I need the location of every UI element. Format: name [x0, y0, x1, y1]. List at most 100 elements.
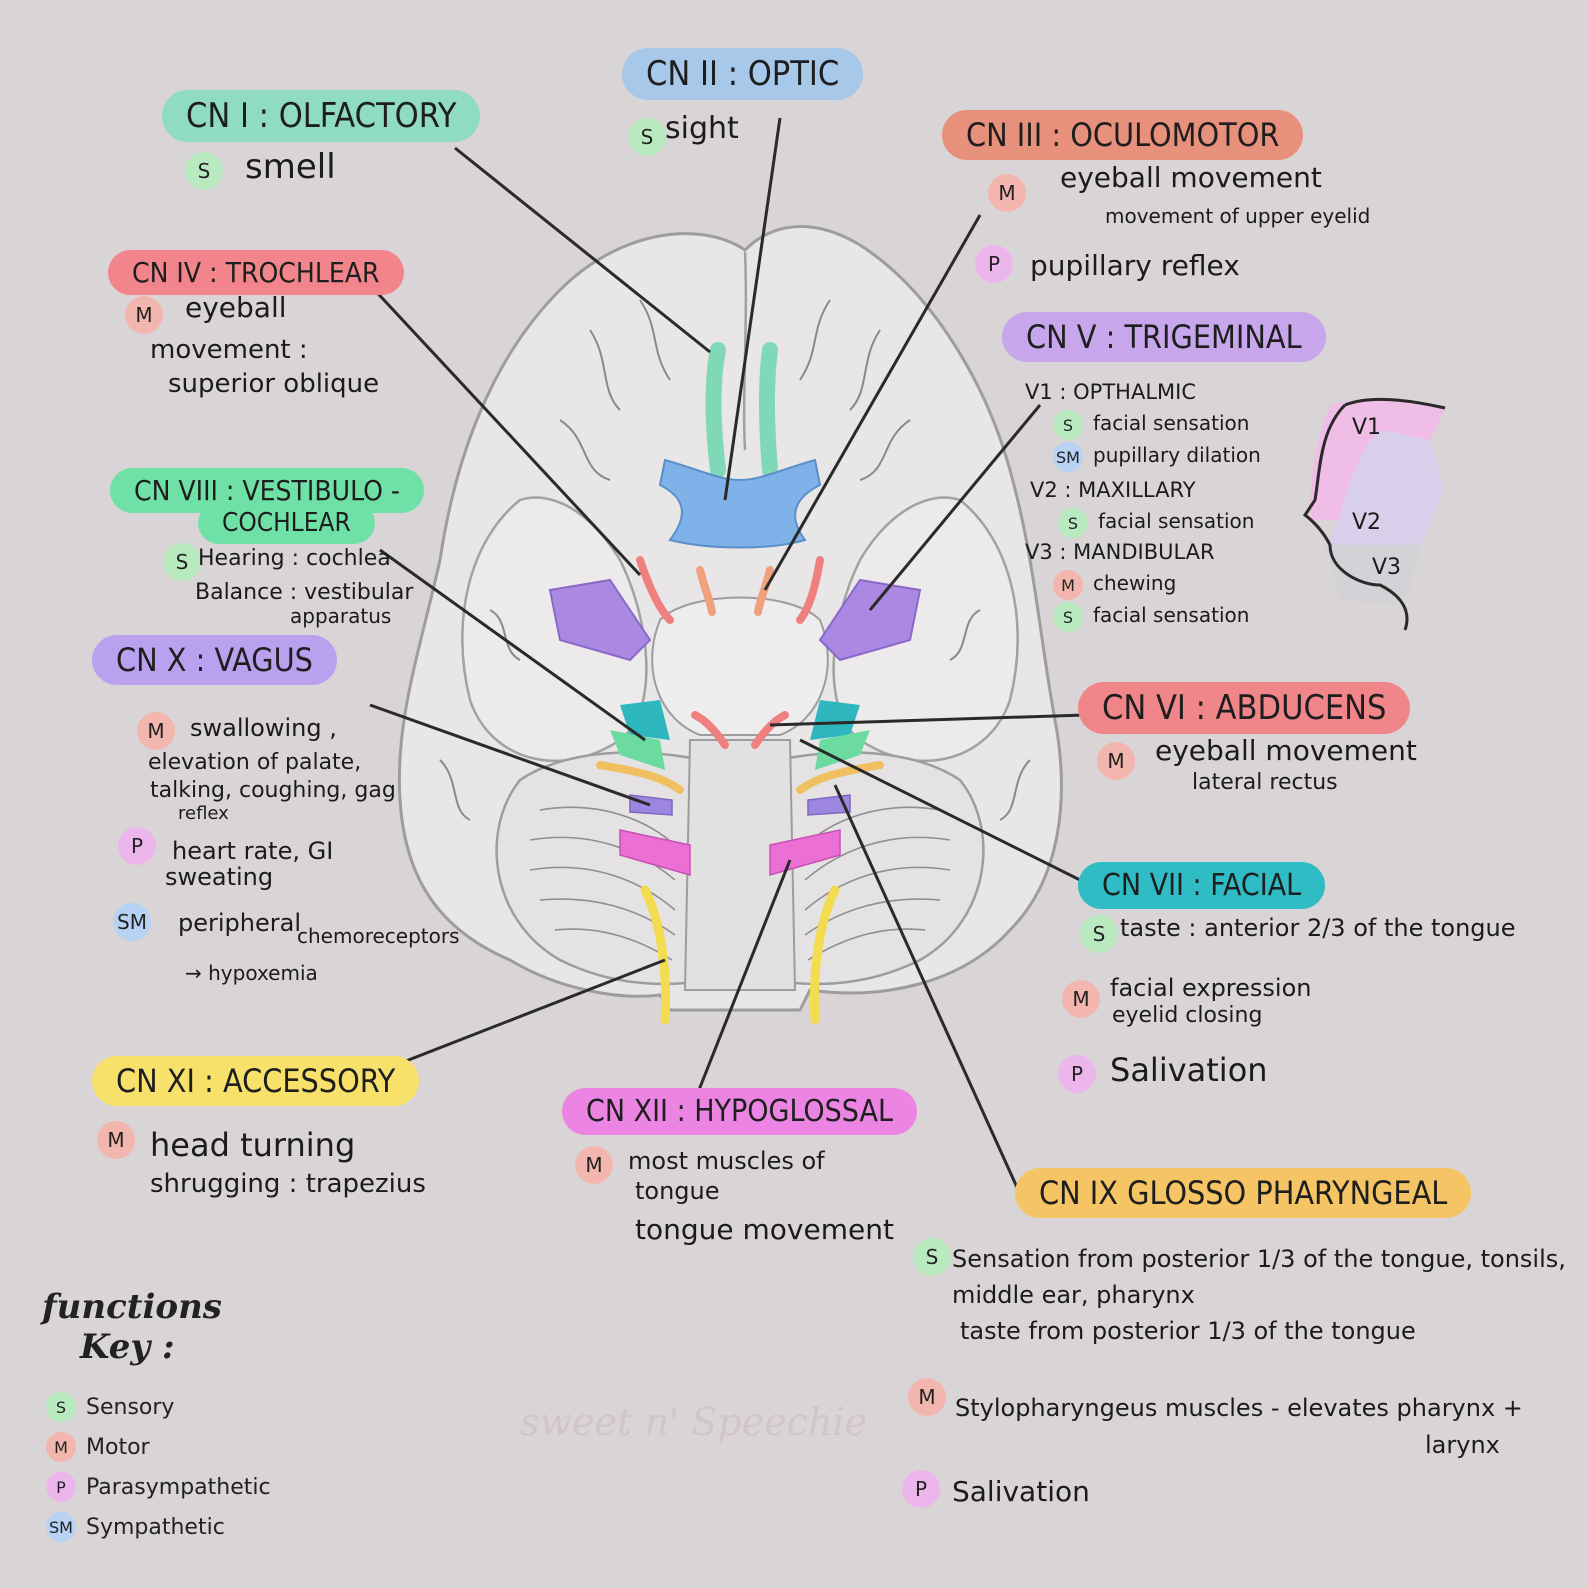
- key-badge: SM: [46, 1512, 76, 1542]
- function-badge-P: P: [975, 245, 1013, 283]
- function-badge-M: M: [575, 1146, 613, 1184]
- function-badge-M: M: [1097, 742, 1135, 780]
- trochlear-nerve-right: [796, 556, 824, 624]
- vagus-nerve-right: [807, 794, 851, 816]
- nerve-label-0: CN I : OLFACTORY: [162, 90, 481, 142]
- key-badge: P: [46, 1472, 76, 1502]
- trigeminal-function: pupillary dilation: [1093, 443, 1261, 467]
- function-text: eyeball movement: [1060, 161, 1322, 194]
- nerve-label-7-line2: COCHLEAR: [198, 502, 375, 544]
- function-badge-P: P: [902, 1470, 940, 1508]
- abducens-nerve-right: [751, 711, 789, 749]
- oculomotor-nerve-right: [754, 566, 774, 616]
- vagus-nerve-left: [629, 794, 673, 816]
- function-badge-S: S: [1058, 508, 1088, 538]
- function-text: movement of upper eyelid: [1105, 204, 1371, 228]
- trochlear-nerve-left: [636, 556, 674, 624]
- nerve-label-6: CN VII : FACIAL: [1078, 862, 1326, 909]
- function-text: taste : anterior 2/3 of the tongue: [1120, 914, 1516, 942]
- vestibulocochlear-nerve-left: [610, 730, 665, 770]
- abducens-nerve-left: [691, 711, 729, 749]
- function-text: tongue movement: [635, 1213, 894, 1246]
- function-text: eyelid closing: [1112, 1003, 1263, 1028]
- function-badge-SM: SM: [113, 903, 151, 941]
- nerve-label-2: CN III : OCULOMOTOR: [942, 110, 1304, 160]
- function-text: Salivation: [1110, 1051, 1268, 1089]
- function-text: tongue: [635, 1177, 720, 1205]
- olfactory-tract-left: [705, 342, 726, 478]
- key-label: Motor: [86, 1434, 150, 1460]
- function-text: middle ear, pharynx: [952, 1281, 1195, 1309]
- key-badge: S: [46, 1392, 76, 1422]
- function-text: Hearing : cochlea: [198, 546, 391, 571]
- function-text: taste from posterior 1/3 of the tongue: [960, 1317, 1416, 1345]
- function-text: sight: [665, 111, 739, 146]
- function-text: most muscles of: [628, 1147, 825, 1175]
- olfactory-tract-right: [759, 342, 778, 478]
- hypoglossal-nerve-left: [619, 829, 691, 876]
- function-text: swallowing ,: [190, 714, 337, 742]
- function-text: talking, coughing, gag: [150, 778, 396, 803]
- face-label-v1: V1: [1352, 415, 1382, 440]
- accessory-nerve-left: [640, 885, 671, 1025]
- function-badge-M: M: [1062, 980, 1100, 1018]
- trigeminal-branch-2: V3 : MANDIBULAR: [1025, 540, 1215, 564]
- function-text: peripheral: [178, 909, 301, 937]
- pons: [651, 596, 829, 736]
- function-badge-S: S: [628, 118, 666, 156]
- oculomotor-nerve-left: [696, 566, 716, 616]
- accessory-nerve-right: [809, 885, 840, 1025]
- trigeminal-function: facial sensation: [1093, 603, 1250, 627]
- brain-gyri: [439, 299, 1031, 821]
- face-label-v3: V3: [1372, 555, 1402, 580]
- nerve-label-3: CN IV : TROCHLEAR: [108, 250, 404, 295]
- key-item-motor: M Motor: [46, 1432, 150, 1462]
- function-badge-M: M: [125, 296, 163, 334]
- function-text: eyeball movement: [1155, 734, 1417, 767]
- nerve-label-8: CN IX GLOSSO PHARYNGEAL: [1015, 1168, 1472, 1218]
- function-badge-S: S: [1080, 915, 1118, 953]
- function-badge-P: P: [118, 827, 156, 865]
- trigeminal-branch-0: V1 : OPTHALMIC: [1025, 380, 1197, 404]
- key-badge: M: [46, 1432, 76, 1462]
- function-text: sweating: [165, 863, 274, 891]
- function-badge-P: P: [1058, 1055, 1096, 1093]
- function-text: movement :: [150, 335, 308, 365]
- function-text: eyeball: [185, 291, 287, 324]
- function-badge-M: M: [908, 1378, 946, 1416]
- function-text: → hypoxemia: [185, 961, 318, 985]
- nerve-label-1: CN II : OPTIC: [622, 48, 864, 100]
- face-label-v2: V2: [1352, 510, 1382, 535]
- face-region-v2: [1325, 430, 1445, 545]
- function-badge-SM: SM: [1053, 442, 1083, 472]
- function-badge-S: S: [1053, 410, 1083, 440]
- trigeminal-function: chewing: [1093, 571, 1177, 595]
- glossopharyngeal-nerve-left: [596, 761, 684, 794]
- function-text: shrugging : trapezius: [150, 1169, 426, 1199]
- trigeminal-function: facial sensation: [1093, 411, 1250, 435]
- glossopharyngeal-nerve-right: [796, 761, 884, 794]
- function-text: larynx: [1425, 1431, 1500, 1459]
- function-text: reflex: [178, 803, 229, 824]
- key-item-sensory: S Sensory: [46, 1392, 174, 1422]
- function-text: elevation of palate,: [148, 750, 362, 775]
- function-badge-M: M: [988, 174, 1026, 212]
- nerve-label-10: CN XI : ACCESSORY: [92, 1056, 420, 1106]
- nerve-label-4: CN V : TRIGEMINAL: [1002, 312, 1326, 362]
- temporal-lobe-right: [832, 496, 1019, 762]
- key-label: Sensory: [86, 1394, 175, 1420]
- function-text: Balance : vestibular: [195, 580, 414, 605]
- trigeminal-branch-1: V2 : MAXILLARY: [1030, 478, 1196, 502]
- function-badge-M: M: [1053, 570, 1083, 600]
- key-title: functions: [42, 1287, 222, 1327]
- function-badge-S: S: [185, 152, 223, 190]
- vestibulocochlear-nerve-right: [815, 730, 870, 770]
- nerve-label-5: CN VI : ABDUCENS: [1078, 682, 1411, 734]
- key-label: Parasympathetic: [86, 1474, 271, 1500]
- key-item-parasympathetic: P Parasympathetic: [46, 1472, 271, 1502]
- function-text: Sensation from posterior 1/3 of the tong…: [952, 1245, 1566, 1273]
- face-outline: [1302, 397, 1446, 631]
